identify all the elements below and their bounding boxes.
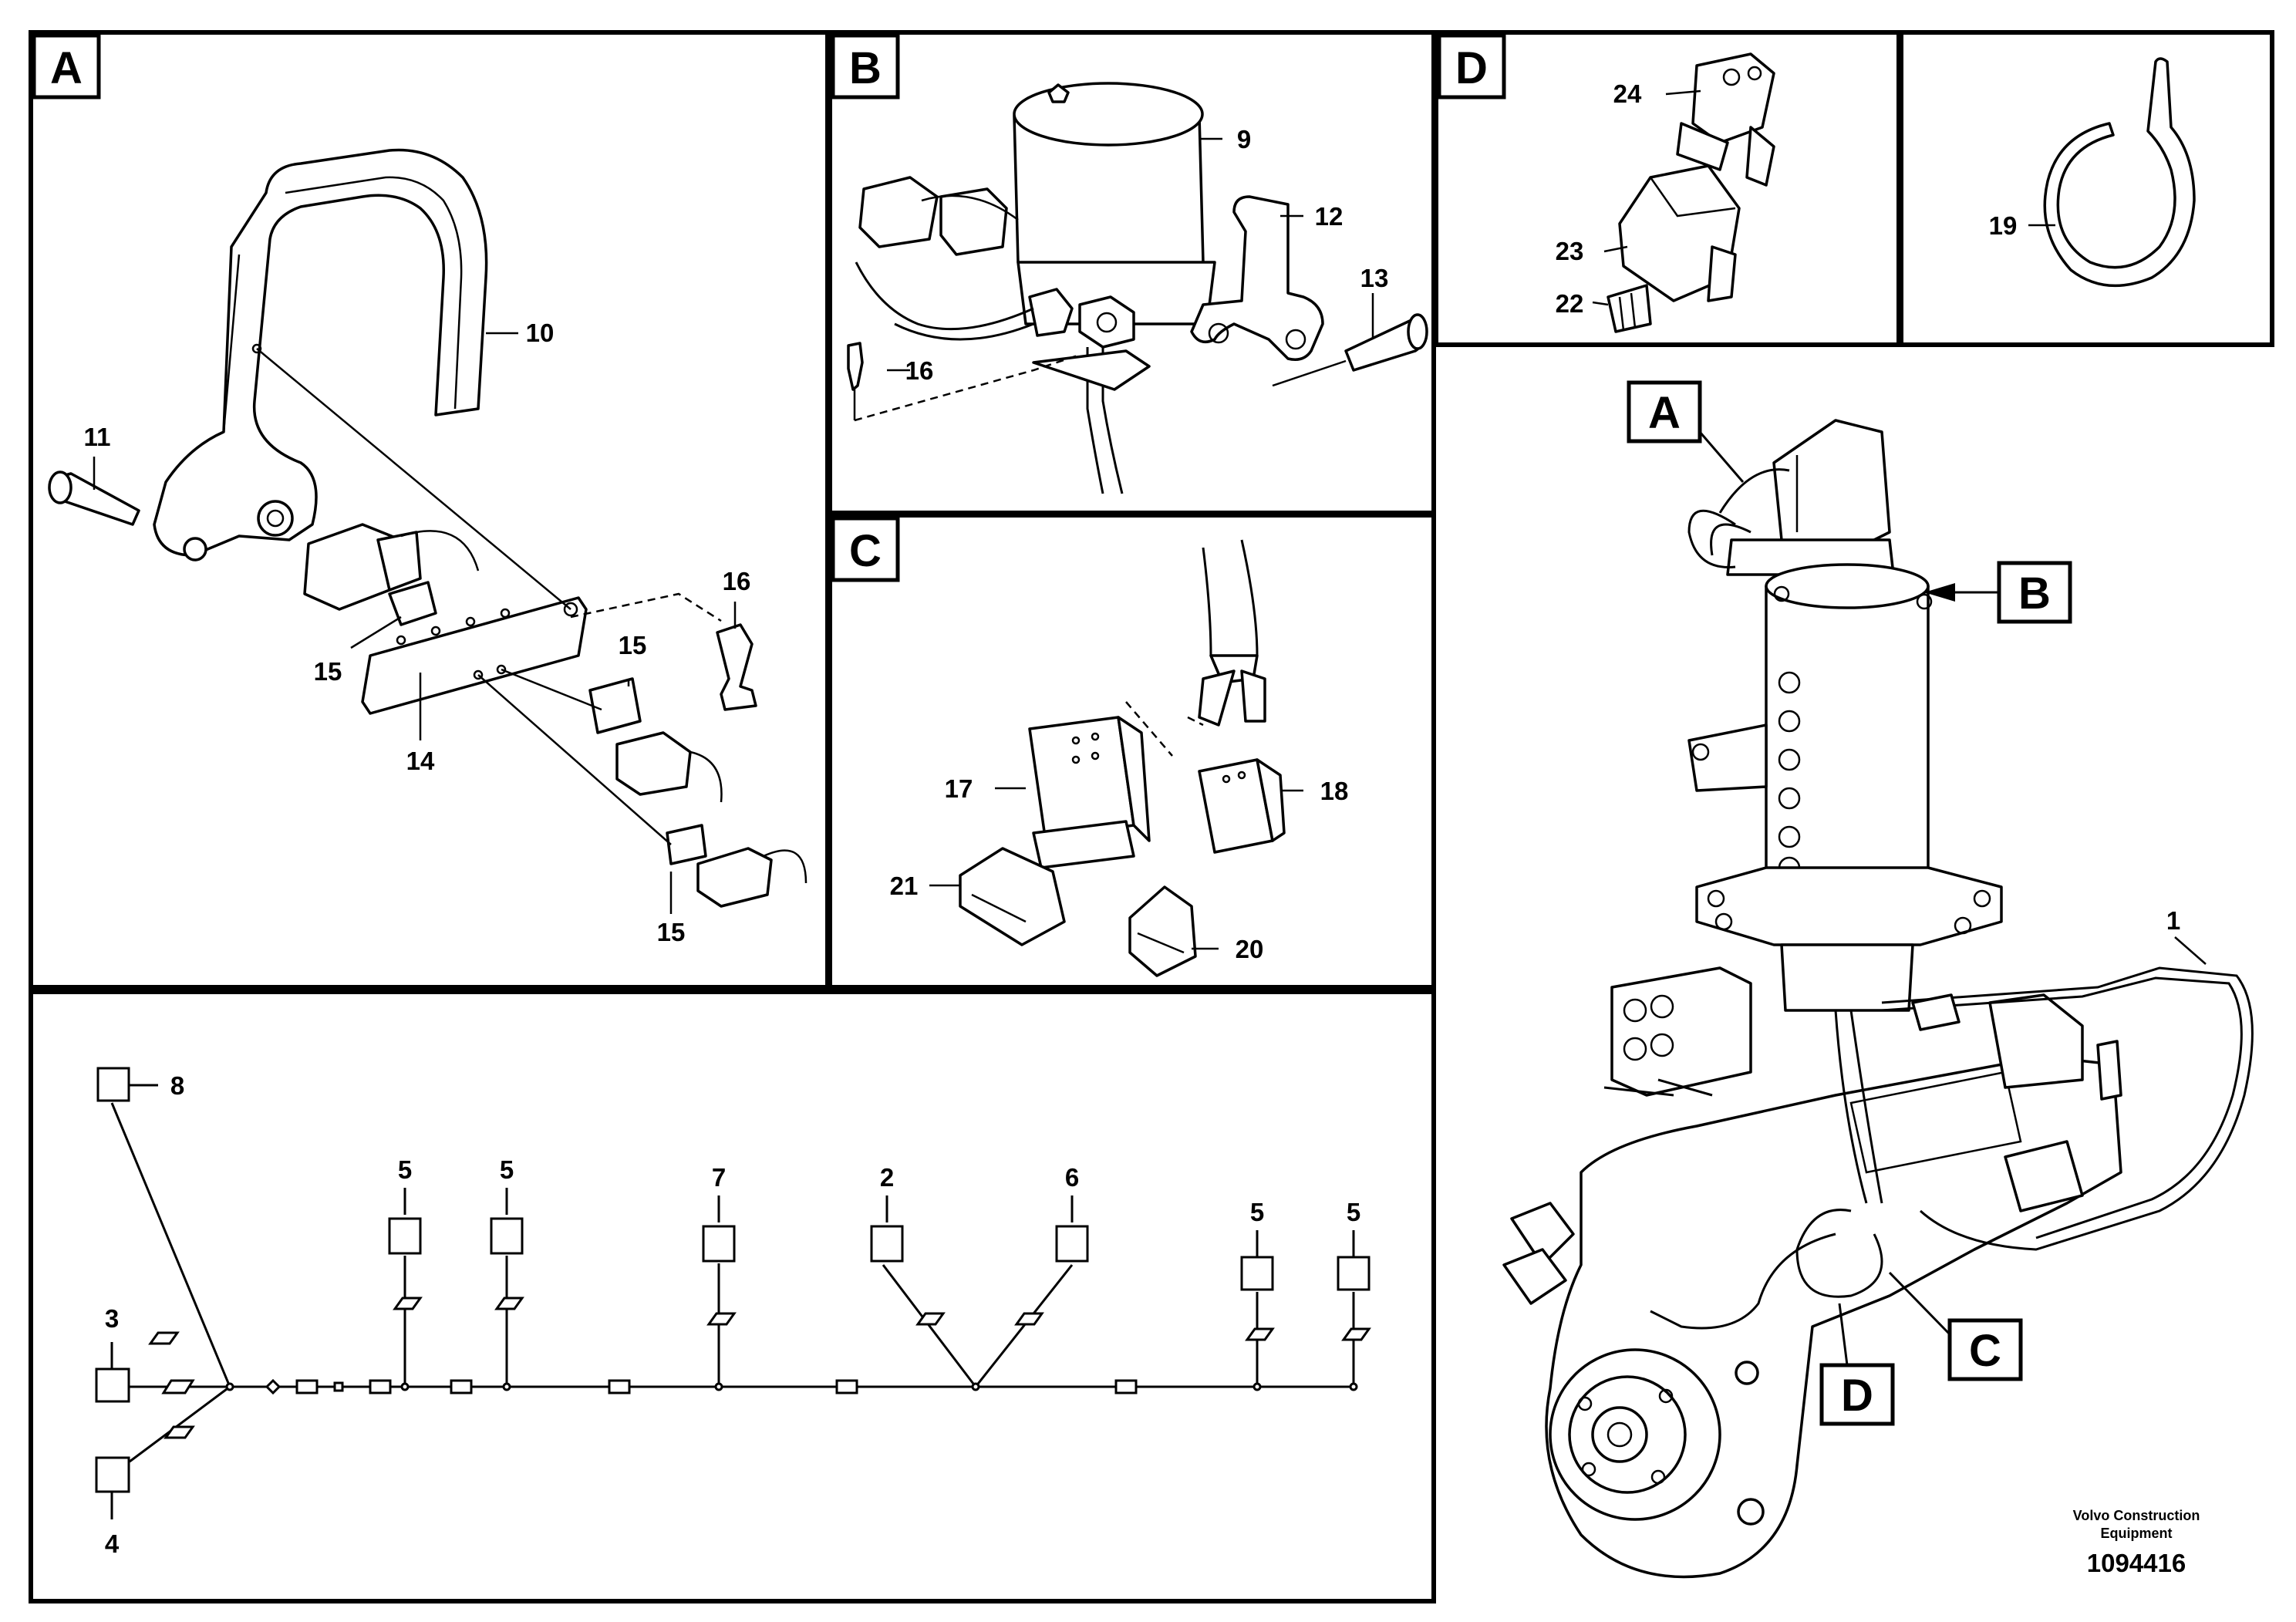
label-15-mid: 15 [619, 631, 647, 659]
label-4: 4 [105, 1529, 120, 1558]
overview-letter-c: C [1969, 1326, 2001, 1376]
overview-letter-a: A [1648, 388, 1681, 438]
overview-tag-a: A [1627, 380, 1745, 483]
label-2: 2 [880, 1163, 894, 1192]
panel-b-drawing [847, 82, 1428, 494]
drawing-number: 1094416 [2087, 1549, 2186, 1577]
panel-tag-c: C [831, 516, 900, 582]
label-15-left: 15 [314, 657, 342, 686]
label-9: 9 [1237, 125, 1251, 153]
label-10: 10 [526, 319, 555, 347]
leader-1 [2174, 936, 2207, 965]
cable-tie-drawing [2028, 57, 2196, 288]
overview-tag-d: D [1819, 1303, 1895, 1426]
label-14: 14 [406, 747, 435, 775]
label-1: 1 [2166, 906, 2180, 935]
panel-a-drawing [48, 148, 807, 914]
panel-frames [29, 30, 2274, 1603]
label-12: 12 [1315, 202, 1344, 231]
overview-drawing [1502, 419, 2254, 1579]
label-5-d: 5 [1347, 1198, 1360, 1226]
label-15-bottom: 15 [657, 918, 686, 946]
panel-letter-b: B [849, 43, 882, 93]
panel-d-drawing [1592, 52, 1775, 333]
label-7: 7 [712, 1163, 726, 1192]
label-5-b: 5 [500, 1155, 514, 1184]
label-6: 6 [1065, 1163, 1079, 1192]
label-23: 23 [1556, 237, 1584, 265]
label-21: 21 [890, 872, 919, 900]
overview-tag-b: B [1924, 561, 2072, 624]
schematic-drawing [95, 1067, 1371, 1519]
label-11: 11 [84, 423, 111, 451]
label-16-panel-b: 16 [905, 356, 934, 385]
panel-tag-d: D [1437, 33, 1506, 99]
label-20: 20 [1236, 935, 1264, 963]
label-5-c: 5 [1250, 1198, 1264, 1226]
label-24: 24 [1613, 79, 1642, 108]
label-3: 3 [105, 1304, 119, 1333]
label-22: 22 [1556, 289, 1584, 318]
label-8: 8 [170, 1071, 184, 1100]
overview-letter-d: D [1841, 1371, 1873, 1421]
panel-letter-c: C [849, 526, 882, 576]
panel-c-drawing [929, 539, 1303, 977]
panel-letter-d: D [1455, 43, 1488, 93]
brand-line-2: Equipment [2101, 1526, 2173, 1541]
label-19: 19 [1989, 211, 2018, 240]
panel-tag-a: A [32, 33, 101, 99]
panel-letter-a: A [50, 43, 83, 93]
overview-tag-c: C [1888, 1271, 2023, 1381]
label-5-a: 5 [398, 1155, 412, 1184]
panel-tag-b: B [831, 33, 900, 99]
label-18: 18 [1320, 777, 1349, 805]
label-16-panel-a: 16 [723, 567, 751, 595]
overview-letter-b: B [2018, 568, 2051, 619]
brand-line-1: Volvo Construction [2073, 1508, 2200, 1523]
label-17: 17 [945, 774, 973, 803]
label-13: 13 [1360, 264, 1389, 292]
